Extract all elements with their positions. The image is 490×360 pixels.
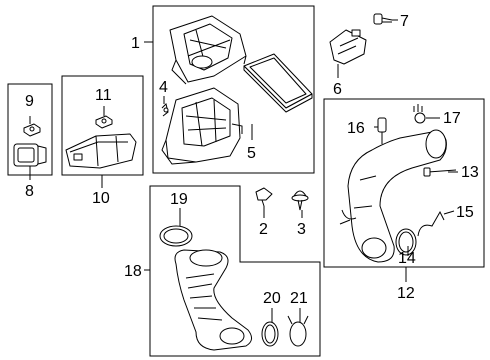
callout-4: 4 [159, 79, 168, 96]
callout-2: 2 [259, 221, 268, 238]
callout-7: 7 [400, 13, 409, 30]
callout-20: 20 [263, 290, 281, 307]
air-cleaner-upper-housing [169, 15, 247, 85]
wire-clip [417, 210, 445, 237]
group-box-outlet-hose [149, 185, 321, 357]
group-box-air-cleaner [152, 5, 315, 174]
seal-ring [261, 321, 279, 347]
callout-8: 8 [25, 183, 34, 200]
air-cleaner-lower-housing [161, 87, 243, 165]
callout-15: 15 [456, 204, 474, 221]
callout-12: 12 [397, 285, 415, 302]
callout-5: 5 [247, 145, 256, 162]
nut [23, 123, 41, 137]
clamp-ring [395, 228, 417, 256]
retaining-clip [255, 187, 273, 207]
outlet-hose [174, 249, 252, 351]
callout-1: 1 [131, 35, 140, 52]
callout-3: 3 [297, 221, 306, 238]
callout-19: 19 [170, 191, 188, 208]
bolt [423, 167, 457, 177]
mass-air-flow-sensor [329, 29, 367, 65]
hose-clamp [159, 225, 193, 247]
air-filter-element [243, 53, 313, 113]
leader-lines [29, 19, 458, 322]
clip-part [161, 103, 169, 117]
callout-13: 13 [461, 164, 479, 181]
group-box-intake-duct [323, 98, 485, 268]
callout-14: 14 [398, 250, 416, 267]
intake-duct [339, 129, 447, 263]
callout-16: 16 [347, 120, 365, 137]
vent-fitting [377, 117, 387, 144]
resonator-bracket [65, 133, 137, 169]
callout-11: 11 [95, 87, 112, 104]
callout-18: 18 [124, 263, 142, 280]
callout-17: 17 [443, 110, 461, 127]
callout-6: 6 [333, 81, 342, 98]
spring-clamp [287, 315, 309, 347]
nut-bracket [95, 115, 113, 129]
connector-housing [13, 143, 47, 167]
grommet [291, 190, 309, 211]
callout-9: 9 [25, 93, 34, 110]
callout-21: 21 [290, 290, 308, 307]
sensor-plug [413, 104, 426, 124]
callout-10: 10 [92, 190, 110, 207]
screw [373, 13, 393, 25]
